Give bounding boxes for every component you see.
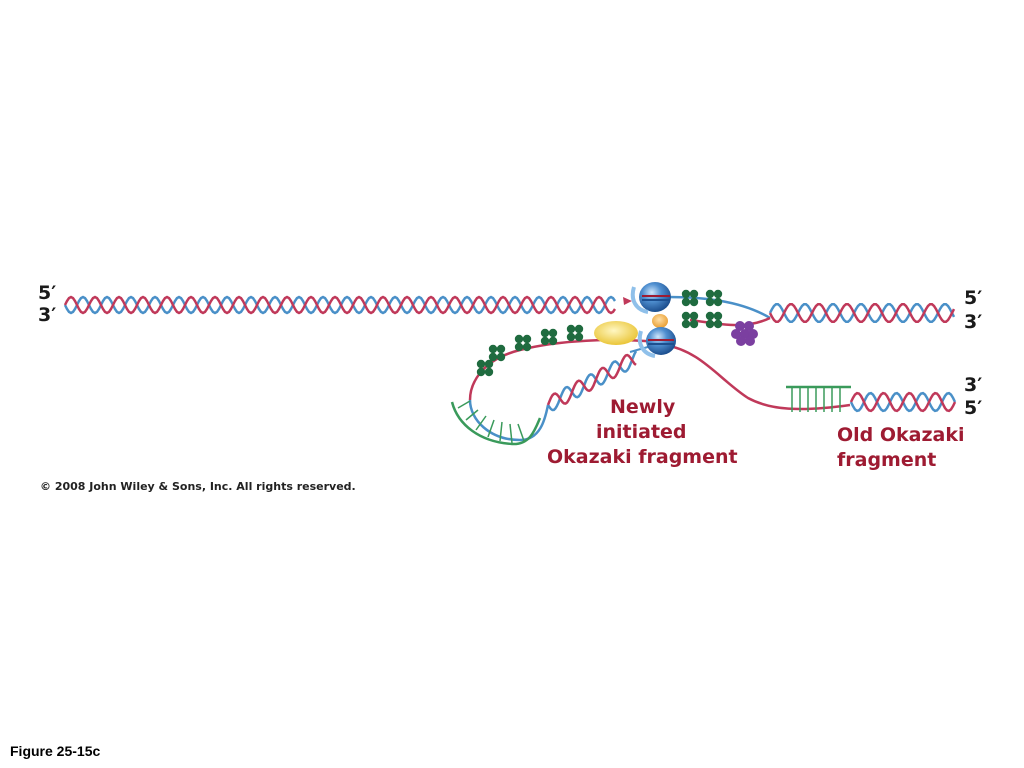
copyright-notice: © 2008 John Wiley & Sons, Inc. All right…	[40, 480, 356, 493]
label-3prime-right-bottom: 3′	[964, 374, 983, 396]
label-3prime-left: 3′	[38, 304, 57, 326]
annotation-okazaki-new: Okazaki fragment	[547, 446, 738, 468]
clamp-loader-orange	[652, 314, 668, 328]
annotation-old-okazaki: Old Okazaki	[837, 424, 965, 446]
label-5prime-right-top: 5′	[964, 287, 983, 309]
parental-duplex-left	[63, 295, 617, 315]
rna-primer-old	[786, 385, 957, 413]
polymerase-top	[630, 282, 671, 314]
primase-purple	[731, 321, 758, 346]
label-5prime-right-bottom: 5′	[964, 397, 983, 419]
annotation-fragment: fragment	[837, 449, 937, 471]
figure-caption: Figure 25-15c	[10, 743, 101, 759]
complement-strand-helix	[63, 295, 617, 315]
rna-primer-new	[450, 400, 542, 446]
leading-strand-duplex-right	[667, 295, 956, 327]
leading-arrow	[623, 297, 632, 305]
label-5prime-left: 5′	[38, 282, 57, 304]
annotation-initiated: initiated	[596, 421, 687, 443]
ssb-proteins	[476, 289, 723, 377]
polymerase-bottom	[637, 327, 676, 358]
template-strand-helix	[63, 295, 617, 315]
label-3prime-right-top: 3′	[964, 311, 983, 333]
lagging-template-to-old-fragment	[663, 343, 851, 411]
annotation-newly: Newly	[610, 396, 676, 418]
helicase-yellow	[594, 321, 638, 345]
